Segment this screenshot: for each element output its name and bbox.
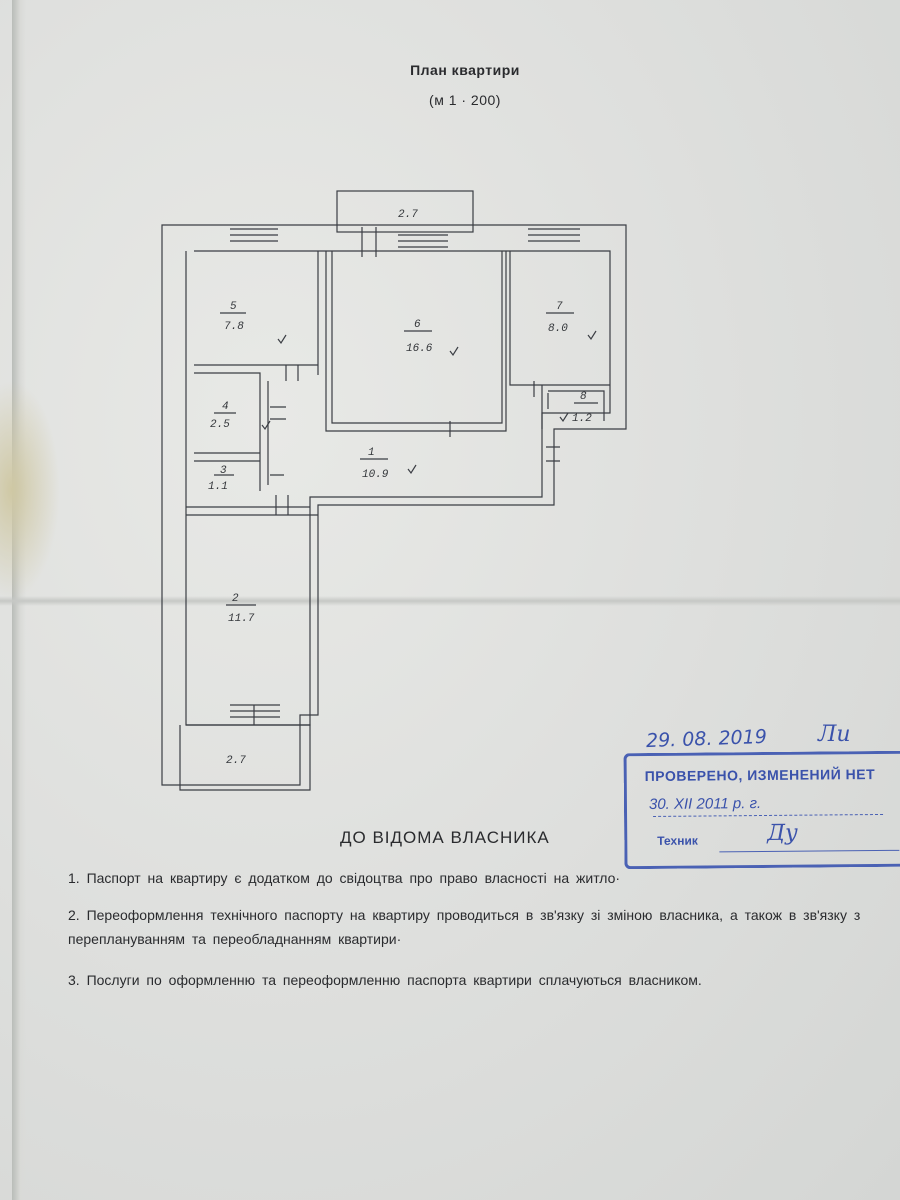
window-room-6 bbox=[398, 234, 448, 248]
check-marks bbox=[261, 330, 597, 475]
room-4-number: 4 bbox=[222, 401, 229, 413]
room-8-number: 8 bbox=[580, 391, 587, 403]
balcony-bottom-outline bbox=[179, 724, 311, 791]
window-room-5 bbox=[230, 228, 278, 242]
room-8-area: 1.2 bbox=[572, 413, 592, 425]
balcony-top-area: 2.7 bbox=[398, 209, 418, 221]
notice-item-3: 3. Послуги по оформленню та переоформлен… bbox=[68, 972, 702, 988]
room-6-number: 6 bbox=[414, 319, 421, 331]
room-6-area: 16.6 bbox=[406, 343, 433, 355]
room-3-area: 1.1 bbox=[208, 481, 228, 493]
stamp-signature-line bbox=[719, 849, 900, 853]
room-1-number: 1 bbox=[368, 447, 375, 459]
wall-room-5 bbox=[194, 251, 319, 375]
room-5-number: 5 bbox=[230, 301, 237, 313]
window-room-2 bbox=[230, 704, 280, 718]
notice-item-1: 1. Паспорт на квартиру є додатком до сві… bbox=[68, 870, 621, 886]
inner-wall bbox=[185, 250, 611, 726]
room-7-number: 7 bbox=[556, 301, 563, 313]
stamp-date-line bbox=[653, 813, 884, 817]
floor-plan: 5 7.8 6 16.6 7 8.0 4 2.5 8 1.2 3 1.1 1 1… bbox=[161, 190, 627, 791]
room-3-number: 3 bbox=[220, 465, 227, 477]
notice-heading: ДО ВІДОМА ВЛАСНИКА bbox=[340, 828, 550, 847]
door-marks bbox=[253, 227, 560, 725]
stamp-date: 30. XII 2011 р. г. bbox=[648, 795, 762, 813]
stamp-header: ПРОВЕРЕНО, ИЗМЕНЕНИЙ НЕТ bbox=[644, 766, 876, 785]
wall-room-7 bbox=[509, 251, 610, 429]
room-4-area: 2.5 bbox=[210, 419, 230, 431]
room-1-area: 10.9 bbox=[362, 469, 389, 481]
wall-room-6 bbox=[325, 251, 507, 432]
room-7-area: 8.0 bbox=[548, 323, 568, 335]
inspection-stamp: ПРОВЕРЕНО, ИЗМЕНЕНИЙ НЕТ 30. XII 2011 р.… bbox=[623, 750, 900, 870]
wall-room-8 bbox=[548, 390, 605, 421]
plan-title: План квартири bbox=[410, 62, 520, 78]
balcony-bottom-area: 2.7 bbox=[226, 755, 246, 767]
handwritten-check-date: 29. 08. 2019 bbox=[645, 725, 768, 753]
handwritten-check-signature: Ли bbox=[818, 722, 851, 747]
wall-room-2-top bbox=[186, 506, 318, 516]
window-room-7 bbox=[528, 228, 580, 242]
plan-scale: (м 1 · 200) bbox=[429, 92, 501, 108]
balcony-top-outline bbox=[336, 190, 474, 233]
notice-item-2: 2. Переоформлення технічного паспорту на… bbox=[68, 907, 861, 947]
room-2-number: 2 bbox=[232, 593, 239, 605]
paper-fold-horizontal bbox=[0, 596, 900, 606]
fraction-bars bbox=[214, 312, 598, 606]
paper-stain bbox=[0, 380, 60, 600]
stamp-technician-label: Техник bbox=[657, 833, 698, 848]
stamp-signature: Ду bbox=[767, 820, 798, 846]
wall-room-4 bbox=[194, 372, 269, 491]
room-5-area: 7.8 bbox=[224, 321, 244, 333]
room-2-area: 11.7 bbox=[228, 613, 255, 625]
outer-wall bbox=[161, 224, 627, 786]
wall-room-3 bbox=[194, 452, 260, 462]
